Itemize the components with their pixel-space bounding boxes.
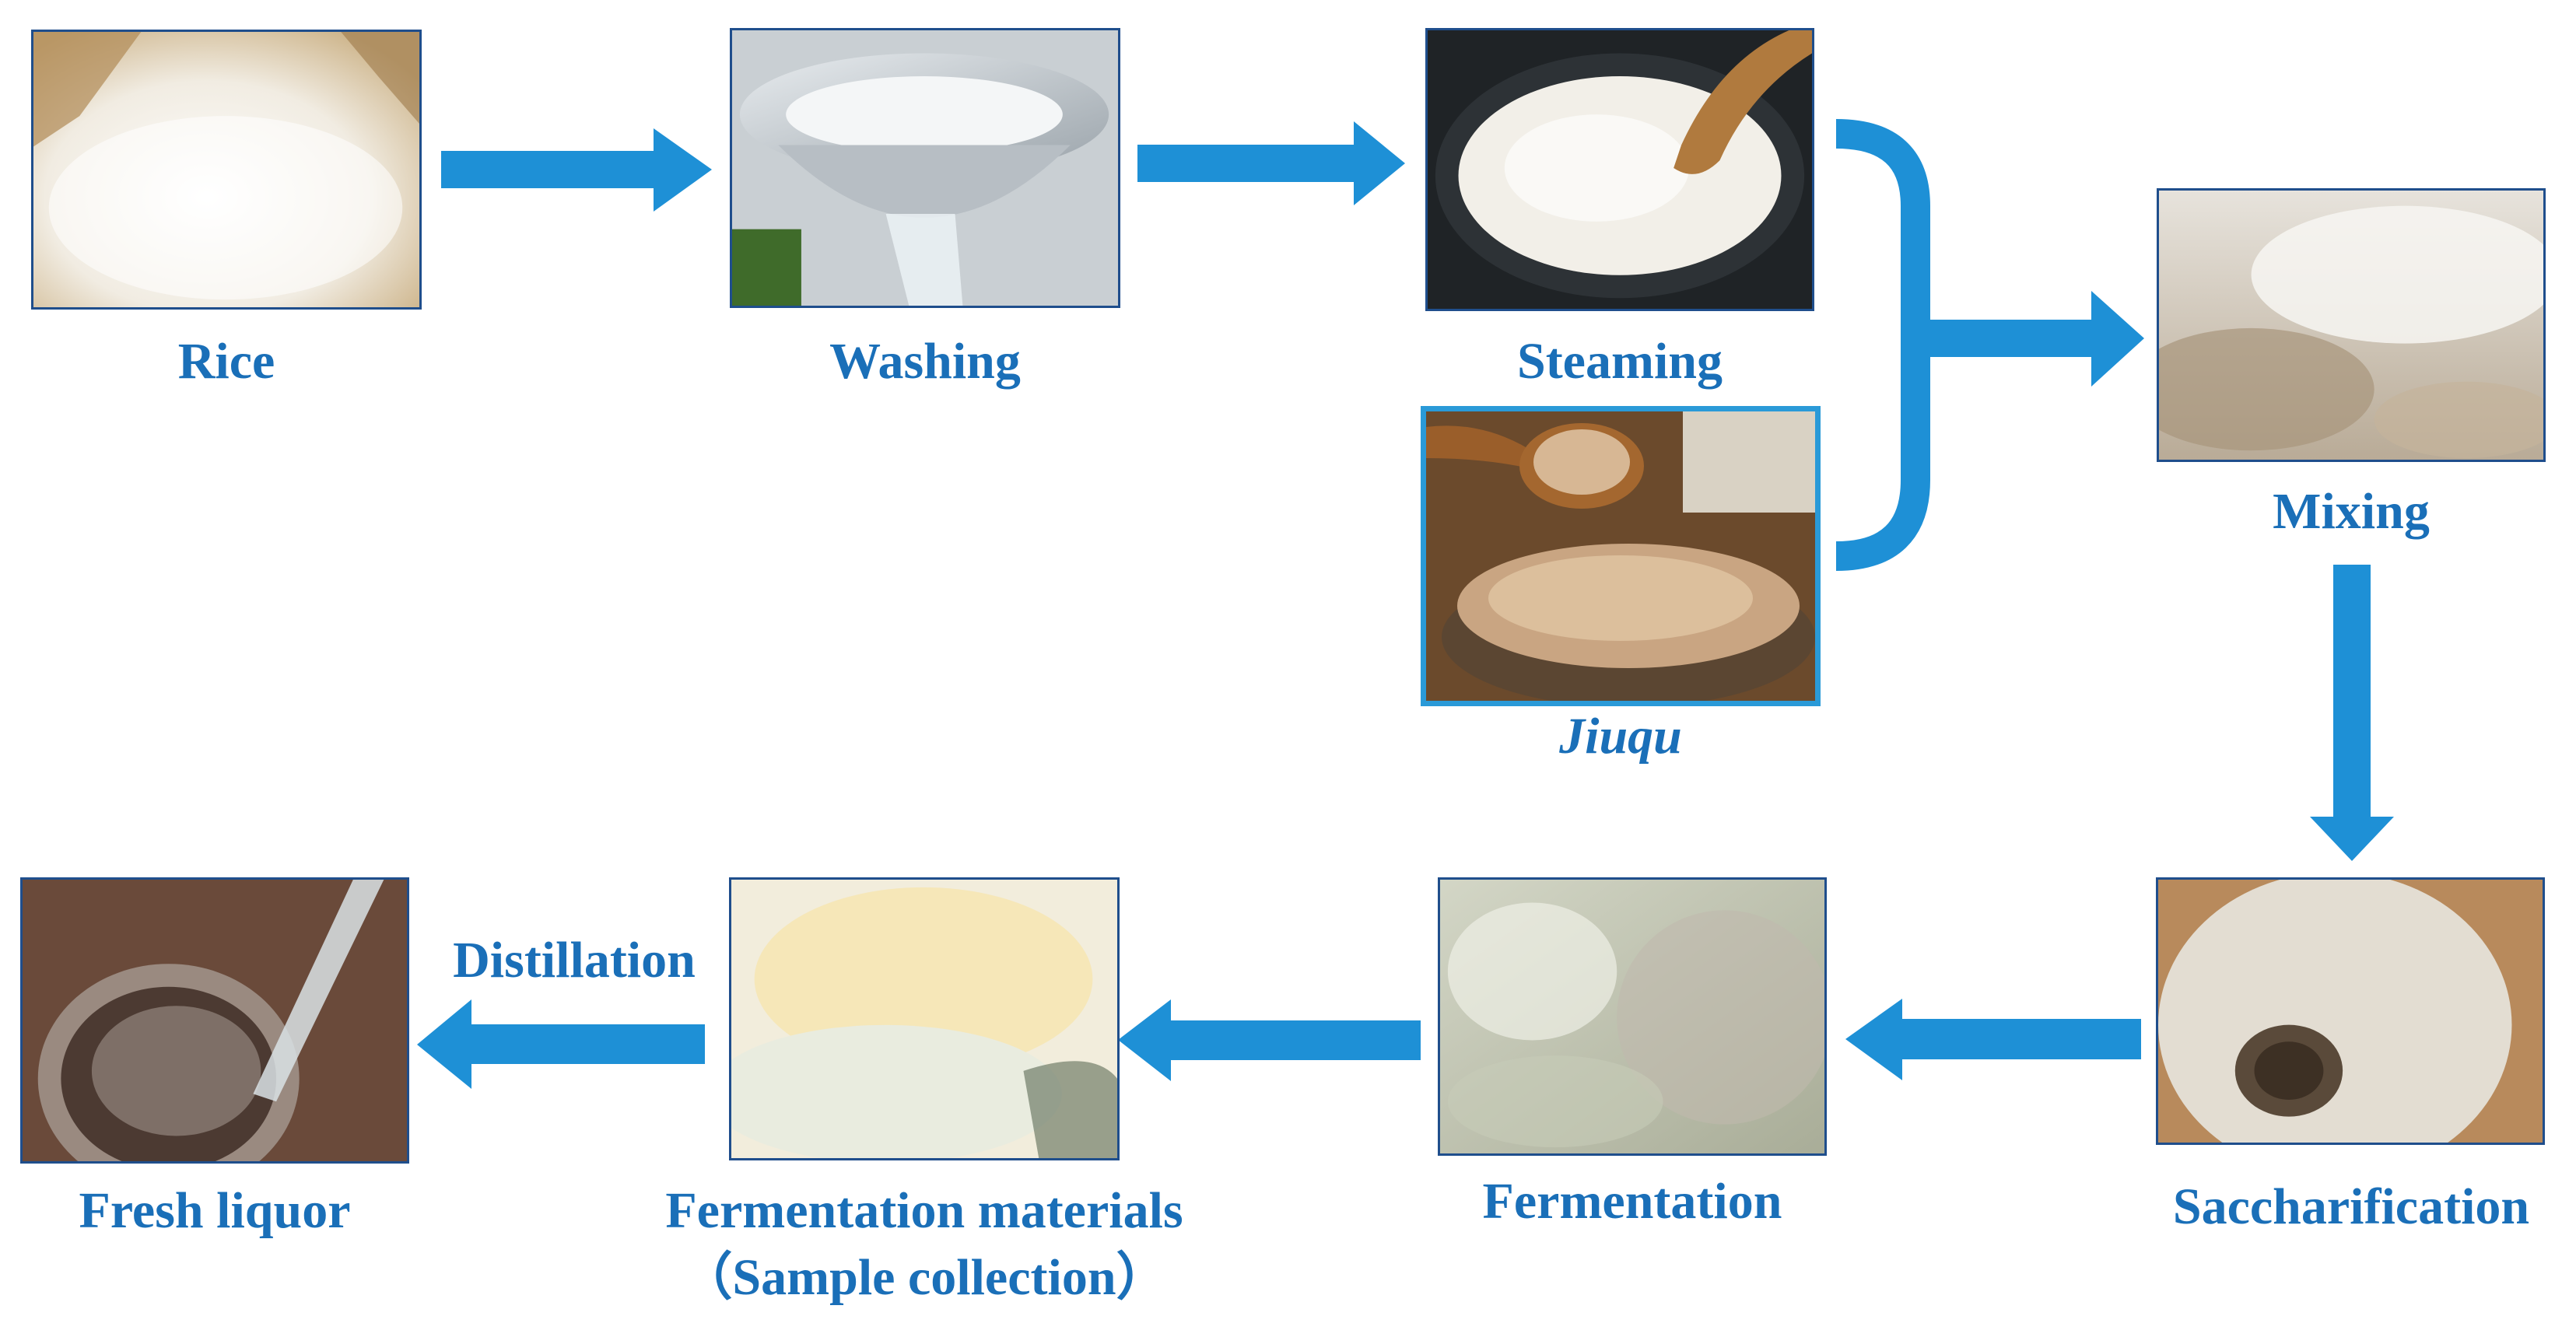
arrow-mixing-to-saccharification xyxy=(2310,565,2394,861)
arrow-rice-to-washing xyxy=(441,128,712,212)
sample-collection-label: （Sample collection） xyxy=(681,1249,1168,1306)
merge-bracket xyxy=(1835,119,1930,571)
arrow-merge-to-mixing xyxy=(1922,291,2144,387)
saccharification-label: Saccharification xyxy=(2172,1178,2530,1235)
washing-photo xyxy=(730,28,1120,308)
fermentation-materials-label: Fermentation materials xyxy=(665,1182,1183,1239)
saccharification-vat-icon xyxy=(2158,880,2543,1143)
fermentation-materials-photo xyxy=(729,877,1120,1160)
arrow-saccharification-to-fermentation xyxy=(1845,999,2141,1080)
steaming-photo xyxy=(1425,28,1814,311)
arrow-fermentation-to-materials xyxy=(1118,999,1421,1081)
distillation-label: Distillation xyxy=(453,932,696,989)
fresh-liquor-photo xyxy=(20,877,409,1164)
rice-grains-icon xyxy=(33,32,419,307)
colander-rinsing-icon xyxy=(732,30,1118,306)
jiuqu-powder-bowl-icon xyxy=(1426,411,1815,701)
fermentation-photo xyxy=(1438,877,1827,1156)
saccharification-photo xyxy=(2156,877,2545,1145)
mixed-rice-icon xyxy=(2159,191,2543,460)
mixing-label: Mixing xyxy=(2273,483,2430,540)
fresh-liquor-label: Fresh liquor xyxy=(79,1182,351,1239)
rice-label: Rice xyxy=(177,333,275,390)
fermentation-label: Fermentation xyxy=(1482,1173,1782,1230)
fermentation-liquid-icon xyxy=(1440,880,1824,1153)
fermentation-materials-icon xyxy=(731,880,1117,1158)
steamed-rice-pot-icon xyxy=(1428,30,1812,309)
arrow-washing-to-steaming xyxy=(1137,121,1405,205)
washing-label: Washing xyxy=(829,333,1021,390)
jiuqu-label: Jiuqu xyxy=(1559,708,1682,765)
liquor-pouring-icon xyxy=(23,880,407,1161)
mixing-photo xyxy=(2157,188,2546,462)
steaming-label: Steaming xyxy=(1517,333,1723,390)
arrow-distillation xyxy=(417,999,705,1089)
jiuqu-photo xyxy=(1421,406,1821,706)
rice-photo xyxy=(31,30,422,310)
